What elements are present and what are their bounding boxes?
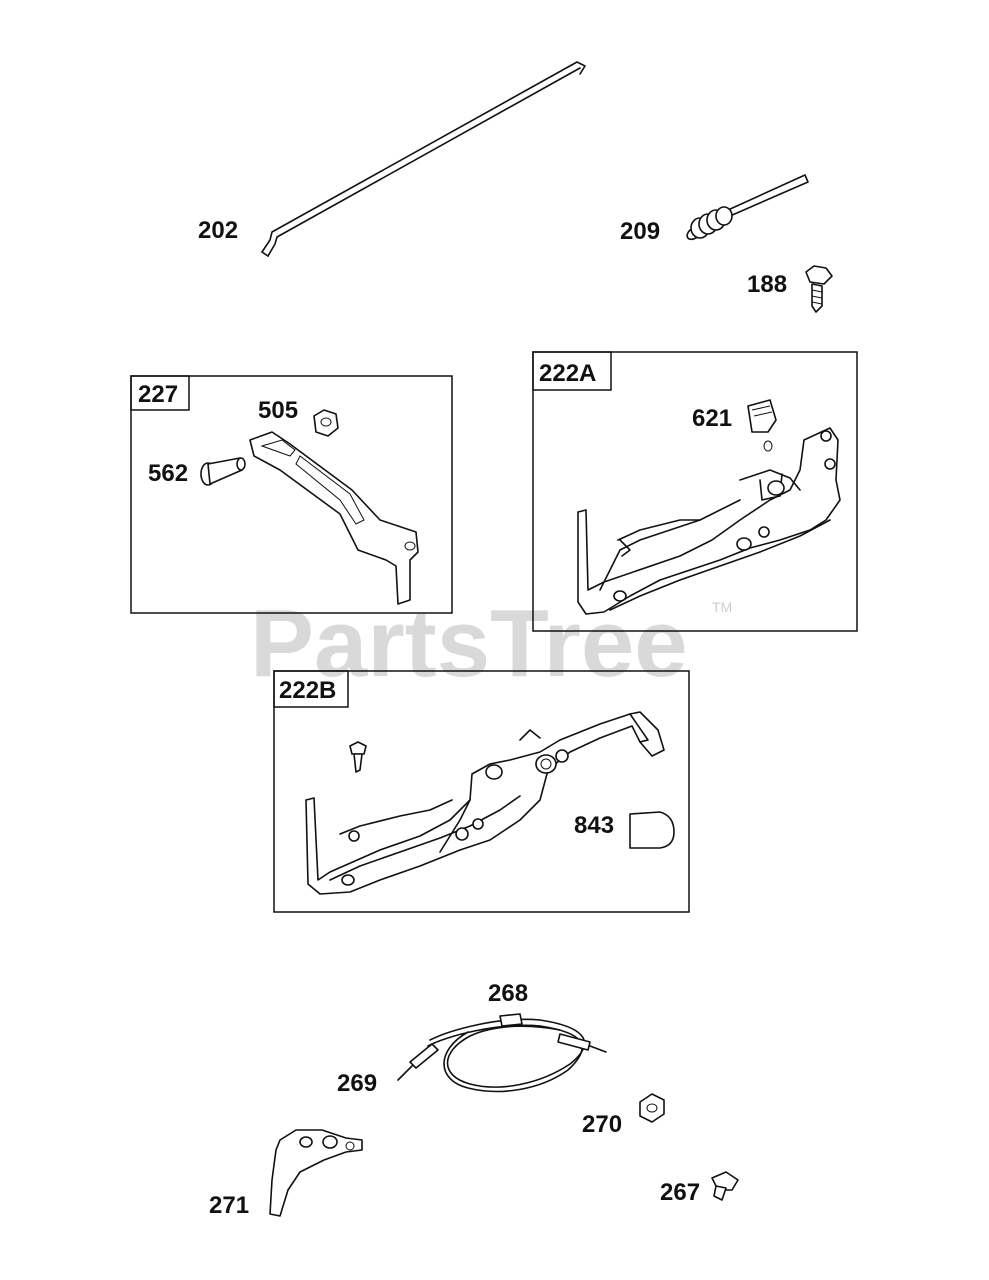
callout-269: 269: [337, 1070, 377, 1097]
box-227: [130, 375, 453, 614]
callout-202: 202: [198, 217, 238, 244]
box-227-label: 227: [138, 381, 178, 408]
box-222a-tag: [532, 351, 612, 391]
part-209-spring[interactable]: [686, 174, 809, 241]
box-222a: [532, 351, 858, 632]
part-222b-control-bracket[interactable]: [305, 711, 665, 895]
part-202-link-rod[interactable]: [261, 61, 586, 257]
part-562-pin[interactable]: [200, 457, 246, 486]
callout-268: 268: [488, 980, 528, 1007]
part-505-nut[interactable]: [313, 409, 339, 437]
box-222b-tag: [273, 670, 349, 708]
part-270-nut[interactable]: [639, 1093, 665, 1123]
callout-188: 188: [747, 271, 787, 298]
part-621-clip[interactable]: [747, 399, 777, 452]
callout-267: 267: [660, 1179, 700, 1206]
callout-621: 621: [692, 405, 732, 432]
callout-270: 270: [582, 1111, 622, 1138]
callout-505: 505: [258, 397, 298, 424]
part-227-lever[interactable]: [249, 431, 419, 605]
box-227-tag: [130, 375, 190, 411]
box-222b-label: 222B: [279, 677, 336, 704]
callout-562: 562: [148, 460, 188, 487]
callout-843: 843: [574, 812, 614, 839]
part-267-screw[interactable]: [711, 1171, 739, 1201]
part-188-bolt[interactable]: [805, 265, 833, 313]
part-222b-screw[interactable]: [349, 741, 367, 773]
box-222b: [273, 670, 690, 913]
part-268-cable[interactable]: [397, 1013, 607, 1093]
callout-271: 271: [209, 1192, 249, 1219]
part-271-lever[interactable]: [269, 1129, 363, 1217]
part-843-pad[interactable]: [629, 811, 675, 849]
watermark-trademark: TM: [712, 599, 732, 615]
box-222a-label: 222A: [539, 360, 596, 387]
callout-209: 209: [620, 218, 660, 245]
part-222a-control-bracket[interactable]: [577, 427, 841, 615]
